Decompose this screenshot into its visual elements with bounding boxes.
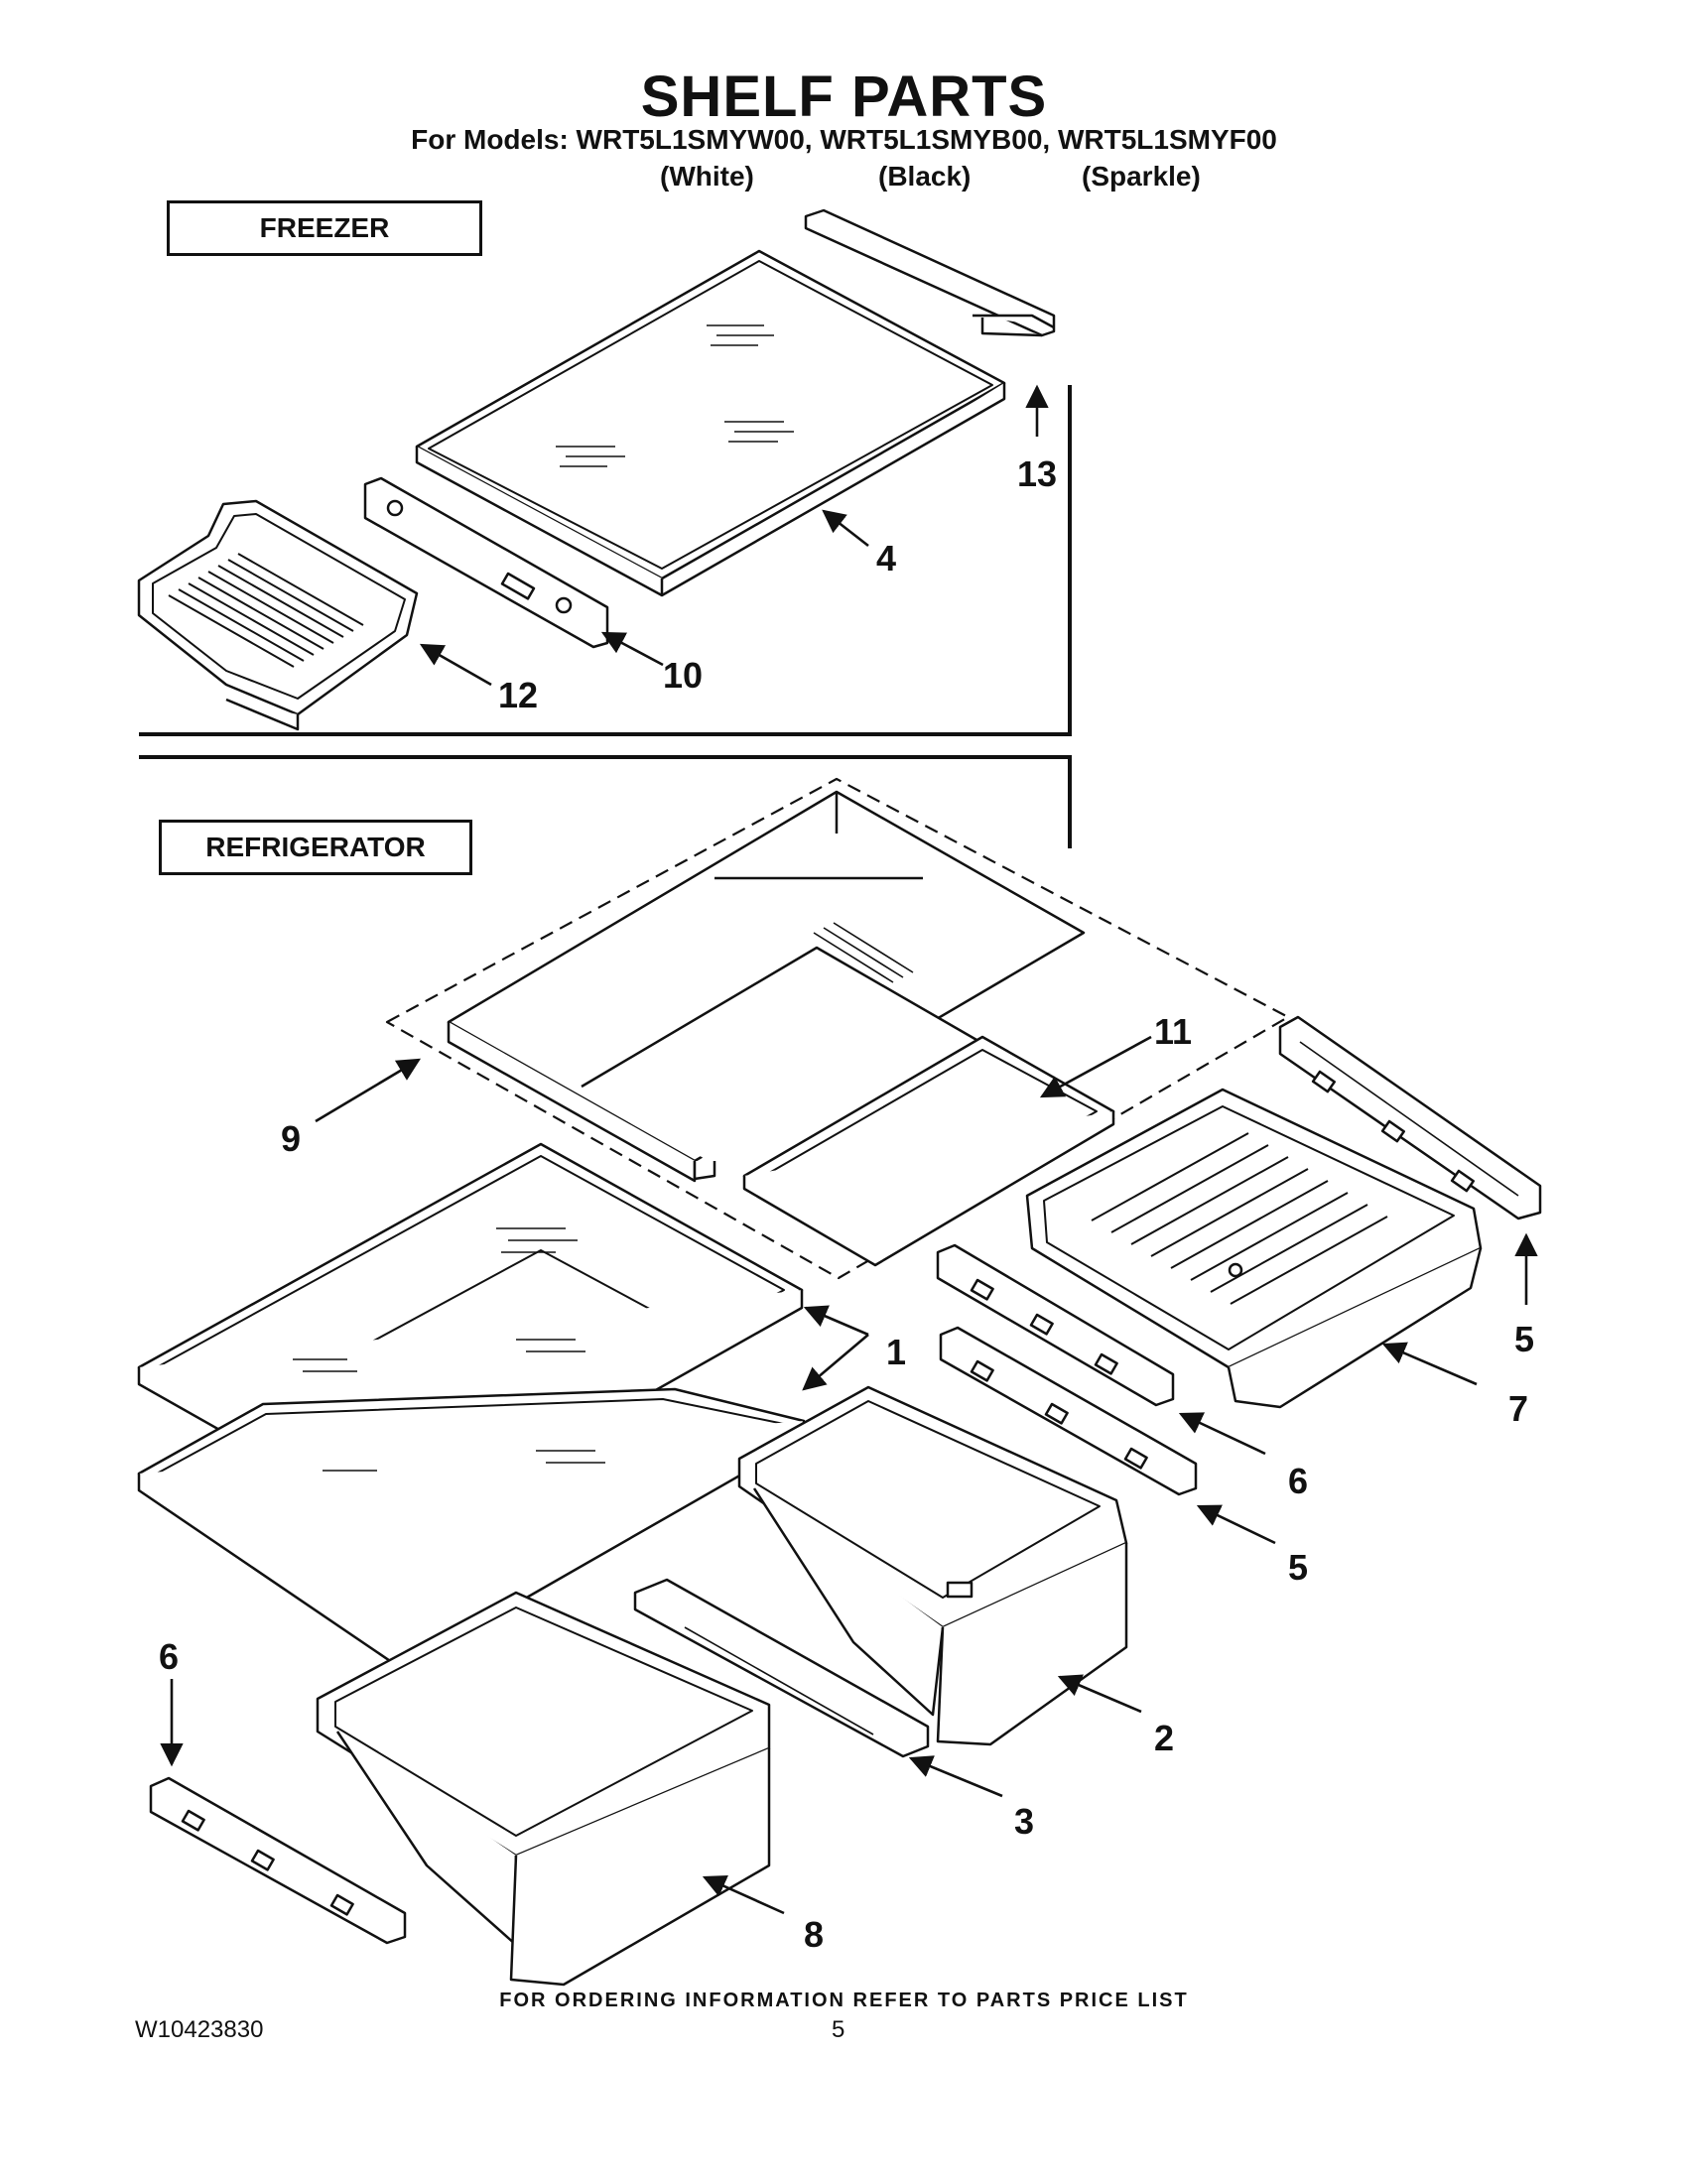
variant-black: (Black) (878, 161, 972, 192)
callout-11: 11 (1154, 1011, 1192, 1052)
part-12-freezer-basket (137, 499, 419, 731)
callout-4: 4 (876, 538, 896, 578)
callout-12: 12 (498, 675, 538, 715)
callout-10: 10 (663, 655, 703, 696)
part-11-crisper-glass (742, 1035, 1115, 1267)
page-title: SHELF PARTS (640, 64, 1048, 129)
variant-sparkle: (Sparkle) (1082, 161, 1201, 192)
freezer-section-label: FREEZER (167, 200, 482, 256)
callout-1: 1 (886, 1332, 906, 1372)
callout-13: 13 (1017, 453, 1057, 494)
part-4-freezer-shelf (415, 249, 1006, 597)
page-number: 5 (832, 2016, 845, 2043)
part-3-divider-rail (633, 1578, 930, 1758)
callout-7: 7 (1508, 1388, 1528, 1429)
document-id: W10423830 (135, 2016, 264, 2043)
ordering-note: FOR ORDERING INFORMATION REFER TO PARTS … (499, 1990, 1189, 2011)
callout-5-middle: 5 (1288, 1547, 1308, 1588)
part-10-shelf-rail (363, 476, 609, 649)
callout-8: 8 (804, 1914, 824, 1955)
refrigerator-border (139, 755, 1072, 848)
callout-3: 3 (1014, 1801, 1034, 1842)
part-2-crisper-drawer (737, 1385, 1128, 1746)
callout-5-upper: 5 (1514, 1319, 1534, 1359)
part-8-crisper-drawer (316, 1591, 771, 1987)
callout-2: 2 (1154, 1718, 1174, 1758)
refrigerator-section-label: REFRIGERATOR (159, 820, 472, 875)
part-5-slide-rail-upper (1278, 1015, 1542, 1220)
variant-white: (White) (660, 161, 754, 192)
freezer-border (139, 385, 1072, 736)
part-5-slide-rail-middle (939, 1326, 1198, 1496)
callout-6-left: 6 (159, 1636, 179, 1677)
part-13-shelf-trim (804, 208, 1056, 337)
model-list: For Models: WRT5L1SMYW00, WRT5L1SMYB00, … (411, 124, 1277, 155)
part-9-crisper-cover (447, 790, 1086, 1193)
part-6-slide-rail-left (149, 1776, 407, 1945)
callout-arrows (160, 384, 1538, 1915)
part-9-dashed-assembly (385, 777, 1290, 1280)
part-7-crisper-drawer (1025, 1088, 1483, 1409)
callout-6-right: 6 (1288, 1461, 1308, 1501)
part-6-slide-rail-right (936, 1243, 1175, 1407)
callout-9: 9 (281, 1118, 301, 1159)
